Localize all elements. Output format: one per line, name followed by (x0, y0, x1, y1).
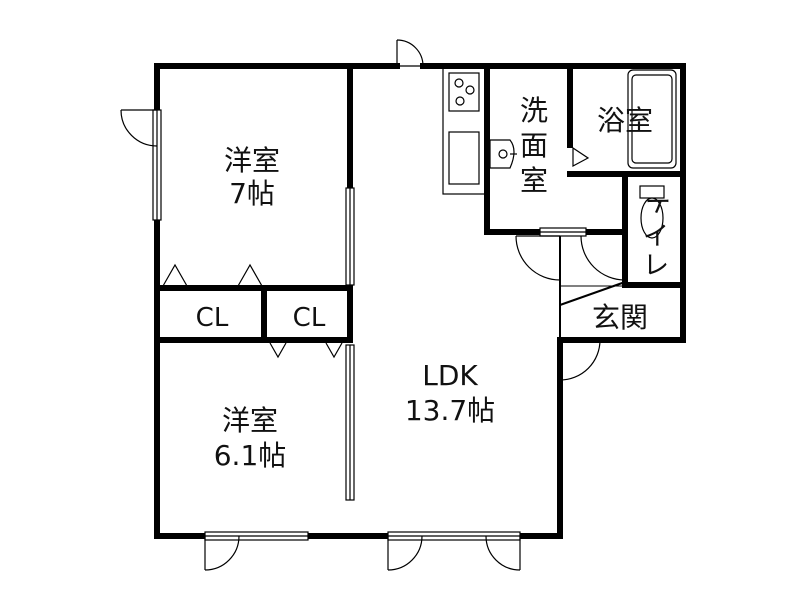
room-size: 13.7帖 (405, 394, 495, 427)
room-label: 洋室 (224, 144, 280, 177)
toilet-char: ト (641, 191, 671, 217)
toilet-icon (639, 185, 665, 239)
room-label: LDK (422, 359, 478, 392)
door-toilet (580, 235, 626, 281)
window-left (152, 109, 162, 221)
room-western2: 洋室 6.1帖 (214, 404, 287, 472)
room-size: 7帖 (229, 177, 275, 210)
door-bottom-ldk-right (485, 535, 521, 571)
door-left (120, 109, 158, 147)
bathtub-icon (627, 69, 677, 169)
closet-door-lower (269, 342, 343, 359)
door-front (559, 339, 601, 381)
kitchen-sink-icon (448, 131, 480, 185)
sliding-door-western2 (345, 344, 355, 501)
room-toilet: ト イ レ (641, 191, 671, 281)
closet2-label: CL (293, 303, 326, 333)
entrance-step (559, 285, 684, 341)
bathroom-label: 浴室 (597, 104, 653, 137)
washroom-sliding-door (539, 227, 587, 237)
toilet-char: イ (643, 222, 669, 252)
bathroom-door-icon (572, 146, 590, 167)
washroom-char: 面 (520, 129, 548, 162)
room-western1: 洋室 7帖 (224, 144, 280, 210)
room-size: 6.1帖 (214, 439, 287, 472)
kitchen-counter (442, 65, 486, 195)
door-bottom-ldk-left (387, 535, 423, 571)
room-label: 洋室 (222, 404, 278, 437)
closet-door-upper (162, 263, 263, 287)
toilet-char: レ (643, 251, 669, 281)
stove-icon (448, 72, 480, 112)
washbasin-icon (489, 139, 517, 169)
window-bottom-ldk (387, 531, 521, 541)
washroom-char: 室 (520, 164, 548, 197)
room-ldk: LDK 13.7帖 (405, 359, 495, 427)
sliding-door-western1 (345, 187, 355, 286)
entrance-label: 玄関 (592, 301, 648, 334)
door-bottom-western (204, 535, 240, 571)
washroom-char: 洗 (520, 94, 548, 127)
room-washroom: 洗 面 室 (520, 94, 548, 197)
door-entrance-ldk (515, 235, 561, 281)
door-top (396, 39, 424, 67)
closet1-label: CL (196, 303, 229, 333)
window-bottom-western (204, 531, 309, 541)
